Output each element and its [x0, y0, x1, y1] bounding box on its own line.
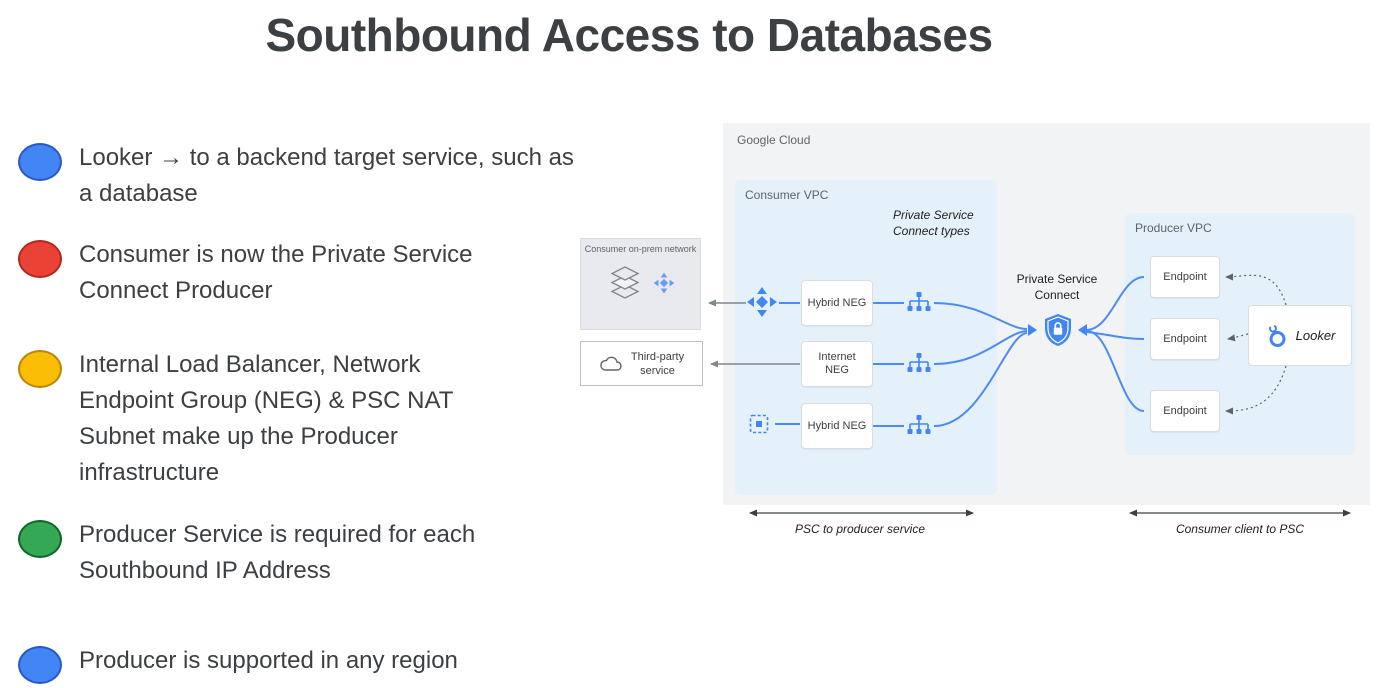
- endpoint-box-1: Endpoint: [1150, 256, 1220, 298]
- onprem-icons: [581, 266, 700, 300]
- node-internet-neg: Internet NEG: [801, 341, 873, 387]
- network-arrows-small-icon: [653, 272, 675, 294]
- google-cloud-label: Google Cloud: [737, 133, 811, 147]
- endpoint-label: Endpoint: [1163, 332, 1207, 345]
- onprem-label: Consumer on-prem network: [584, 244, 697, 254]
- bullet-marker-yellow: [18, 350, 62, 388]
- bullet-item-region: Producer is supported in any region: [18, 643, 658, 684]
- endpoint-label: Endpoint: [1163, 270, 1207, 283]
- onprem-network-box: Consumer on-prem network: [580, 238, 701, 330]
- node-hybrid-neg-1: Hybrid NEG: [801, 280, 873, 326]
- node-hybrid-neg-2: Hybrid NEG: [801, 403, 873, 449]
- endpoint-box-2: Endpoint: [1150, 318, 1220, 360]
- bullet-marker-blue: [18, 143, 62, 181]
- node-label: Internet NEG: [818, 351, 856, 376]
- bullet-marker-blue-2: [18, 646, 62, 684]
- bullet-item-consumer: Consumer is now the Private Service Conn…: [18, 237, 658, 309]
- architecture-diagram: Google Cloud Consumer VPC Producer VPC: [578, 123, 1372, 568]
- third-party-label: Third-party service: [630, 350, 685, 377]
- consumer-vpc-label: Consumer VPC: [745, 188, 829, 202]
- cloud-icon: [599, 355, 623, 372]
- node-label: Hybrid NEG: [807, 419, 867, 432]
- looker-logo-icon: [1265, 323, 1289, 349]
- network-arrows-icon: [746, 286, 778, 318]
- bullet-text: Producer Service is required for each So…: [79, 521, 476, 584]
- node-label: Hybrid NEG: [807, 296, 867, 309]
- page-title: Southbound Access to Databases: [265, 9, 993, 61]
- looker-label: Looker: [1295, 328, 1336, 343]
- caption-consumer-client: Consumer client to PSC: [1175, 522, 1305, 536]
- bullet-text: Internal Load Balancer, Network Endpoint…: [79, 351, 454, 486]
- bullet-item-looker: Looker → to a backend target service, su…: [18, 140, 658, 212]
- compute-chip-icon: [744, 409, 774, 439]
- endpoint-box-3: Endpoint: [1150, 390, 1220, 432]
- caption-psc-to-producer: PSC to producer service: [794, 522, 926, 536]
- bullet-text: Producer is supported in any region: [79, 647, 458, 674]
- bullet-text: Consumer is now the Private Service Conn…: [79, 241, 473, 304]
- load-balancer-icon: [905, 350, 933, 378]
- psc-shield-lock-icon: [1043, 313, 1073, 347]
- third-party-service-box: Third-party service: [580, 341, 703, 386]
- endpoint-label: Endpoint: [1163, 404, 1207, 417]
- bullet-text: Looker → to a backend target service, su…: [79, 144, 574, 207]
- bullet-marker-red: [18, 240, 62, 278]
- bullet-item-infrastructure: Internal Load Balancer, Network Endpoint…: [18, 347, 658, 491]
- psc-types-note: Private Service Connect types: [893, 208, 974, 238]
- load-balancer-icon: [905, 289, 933, 317]
- looker-box: Looker: [1248, 305, 1352, 366]
- server-stack-icon: [607, 266, 643, 300]
- producer-vpc-label: Producer VPC: [1135, 221, 1212, 235]
- psc-label: Private Service Connect: [1016, 272, 1098, 302]
- bullet-item-producer-service: Producer Service is required for each So…: [18, 517, 658, 589]
- load-balancer-icon: [905, 412, 933, 440]
- bullet-marker-green: [18, 520, 62, 558]
